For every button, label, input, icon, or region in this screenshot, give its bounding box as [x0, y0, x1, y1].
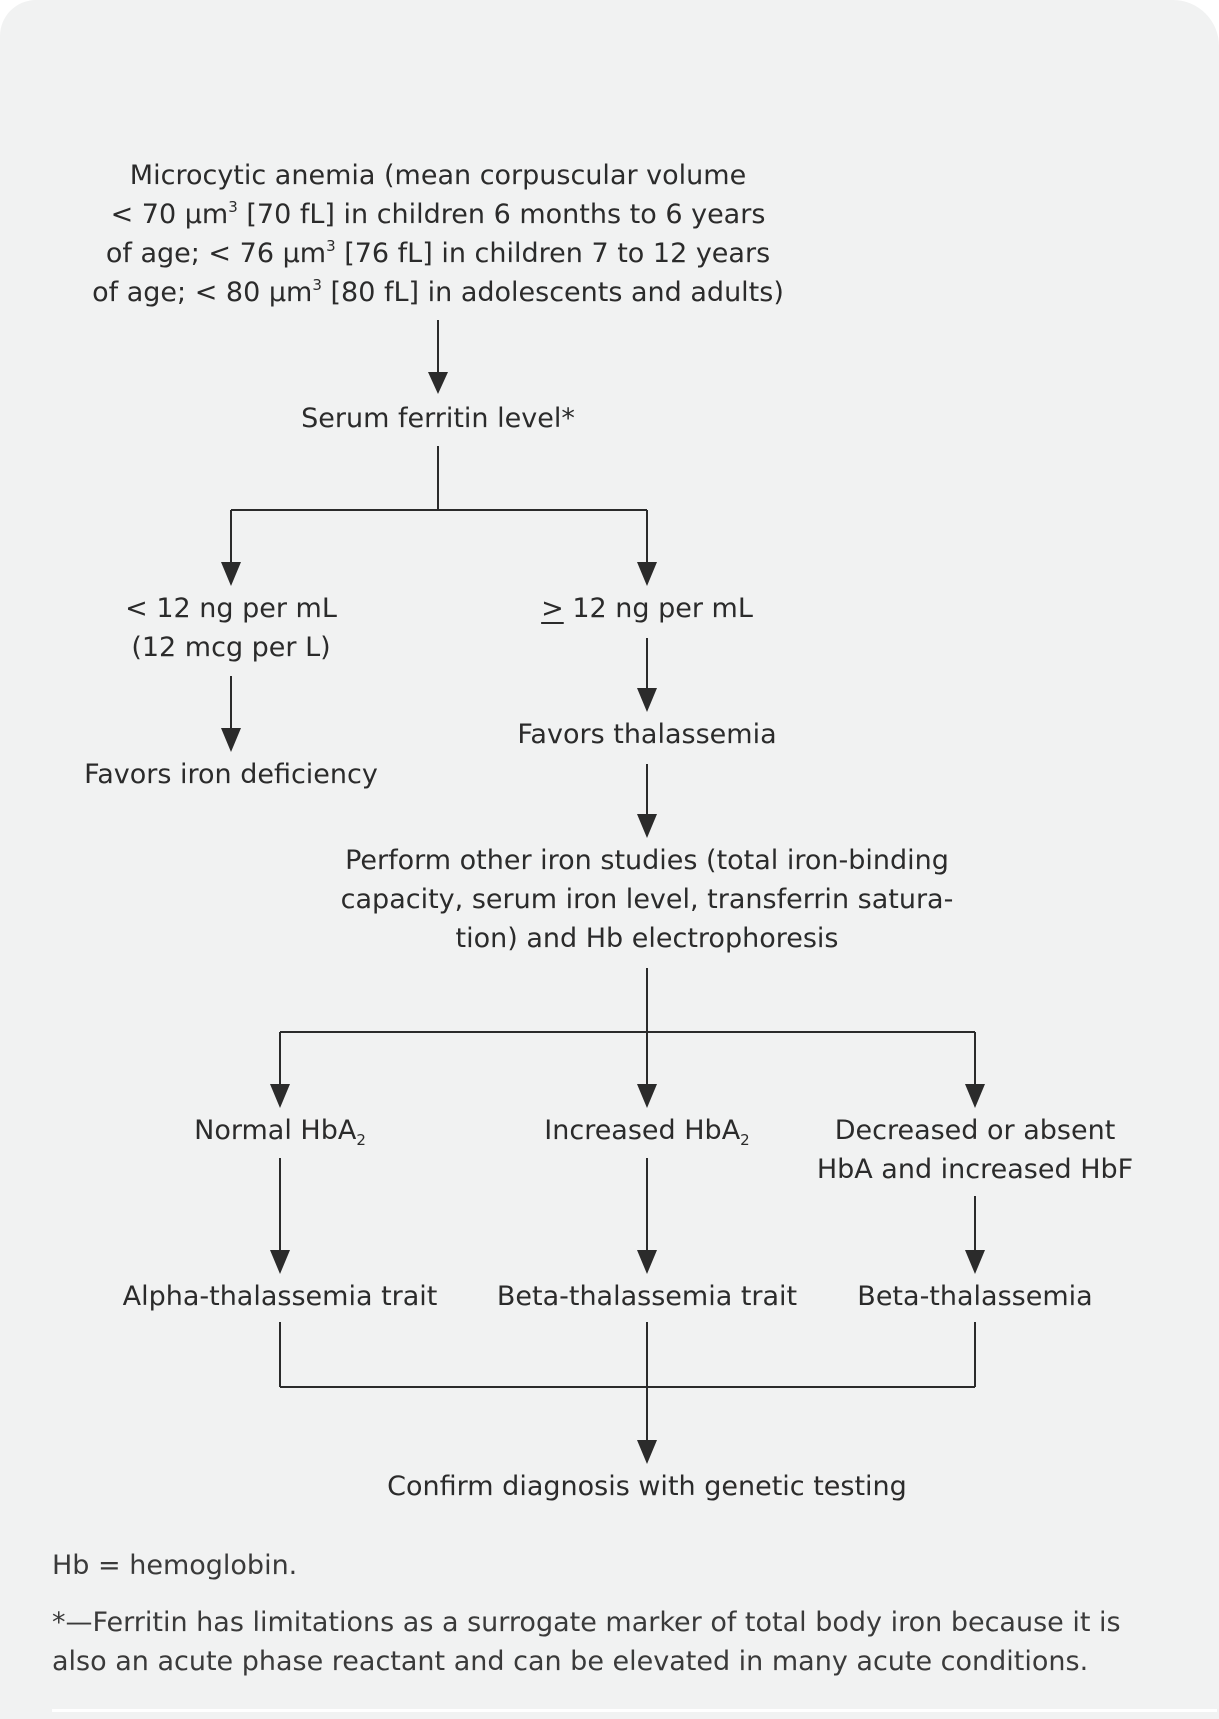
node-favors-thalassemia: Favors thalassemia [517, 719, 777, 750]
footnote-asterisk: *—Ferritin has limitations as a surrogat… [52, 1607, 1121, 1677]
start-line-1: Microcytic anemia (mean corpuscular volu… [129, 160, 747, 191]
node-beta-thalassemia: Beta-thalassemia [857, 1281, 1093, 1312]
footnote-abbreviation: Hb = hemoglobin. [52, 1550, 298, 1581]
arrow-head [428, 372, 448, 394]
node-confirm-genetic-testing: Confirm diagnosis with genetic testing [387, 1471, 907, 1502]
arrow-to-confirm [637, 1440, 657, 1464]
node-microcytic-anemia: Microcytic anemia (mean corpuscular volu… [92, 156, 784, 312]
node-serum-ferritin: Serum ferritin level* [301, 403, 575, 434]
node-normal-hba2: Normal HbA2 [194, 1115, 366, 1149]
node-other-iron-studies: Perform other iron studies (total iron-b… [340, 845, 954, 954]
greater-equal-symbol: > [541, 593, 564, 624]
bottom-divider [52, 1709, 1217, 1712]
node-ferritin-high: > 12 ng per mL [541, 593, 753, 624]
node-ferritin-low: < 12 ng per mL (12 mcg per L) [125, 593, 337, 663]
node-decreased-hba: Decreased or absent HbA and increased Hb… [816, 1115, 1134, 1185]
node-favors-iron-deficiency: Favors iron deficiency [84, 759, 378, 790]
node-increased-hba2: Increased HbA2 [544, 1115, 750, 1149]
node-beta-thalassemia-trait: Beta-thalassemia trait [496, 1281, 798, 1312]
node-alpha-thalassemia-trait: Alpha-thalassemia trait [122, 1281, 438, 1312]
